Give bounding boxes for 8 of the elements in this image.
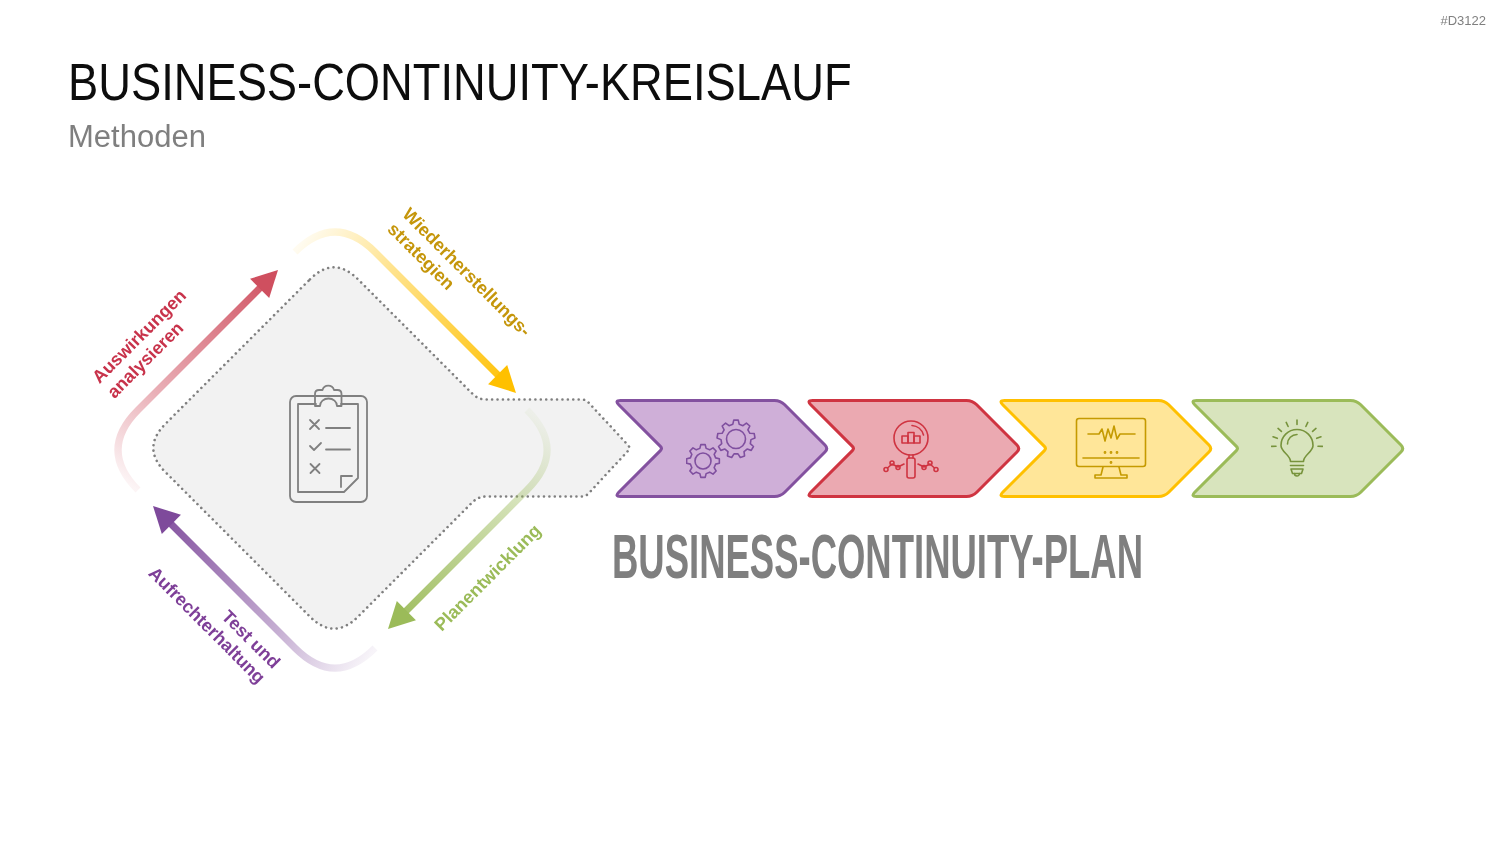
subtitle: Methoden [68, 121, 206, 152]
slide-code: #D3122 [1440, 14, 1486, 27]
process-step [613, 399, 830, 498]
process-step [805, 399, 1022, 498]
process-step [1189, 399, 1406, 498]
process-step [997, 399, 1214, 498]
title: BUSINESS-CONTINUITY-KREISLAUF [68, 56, 852, 108]
plan-heading: BUSINESS-CONTINUITY-PLAN [612, 525, 1144, 588]
